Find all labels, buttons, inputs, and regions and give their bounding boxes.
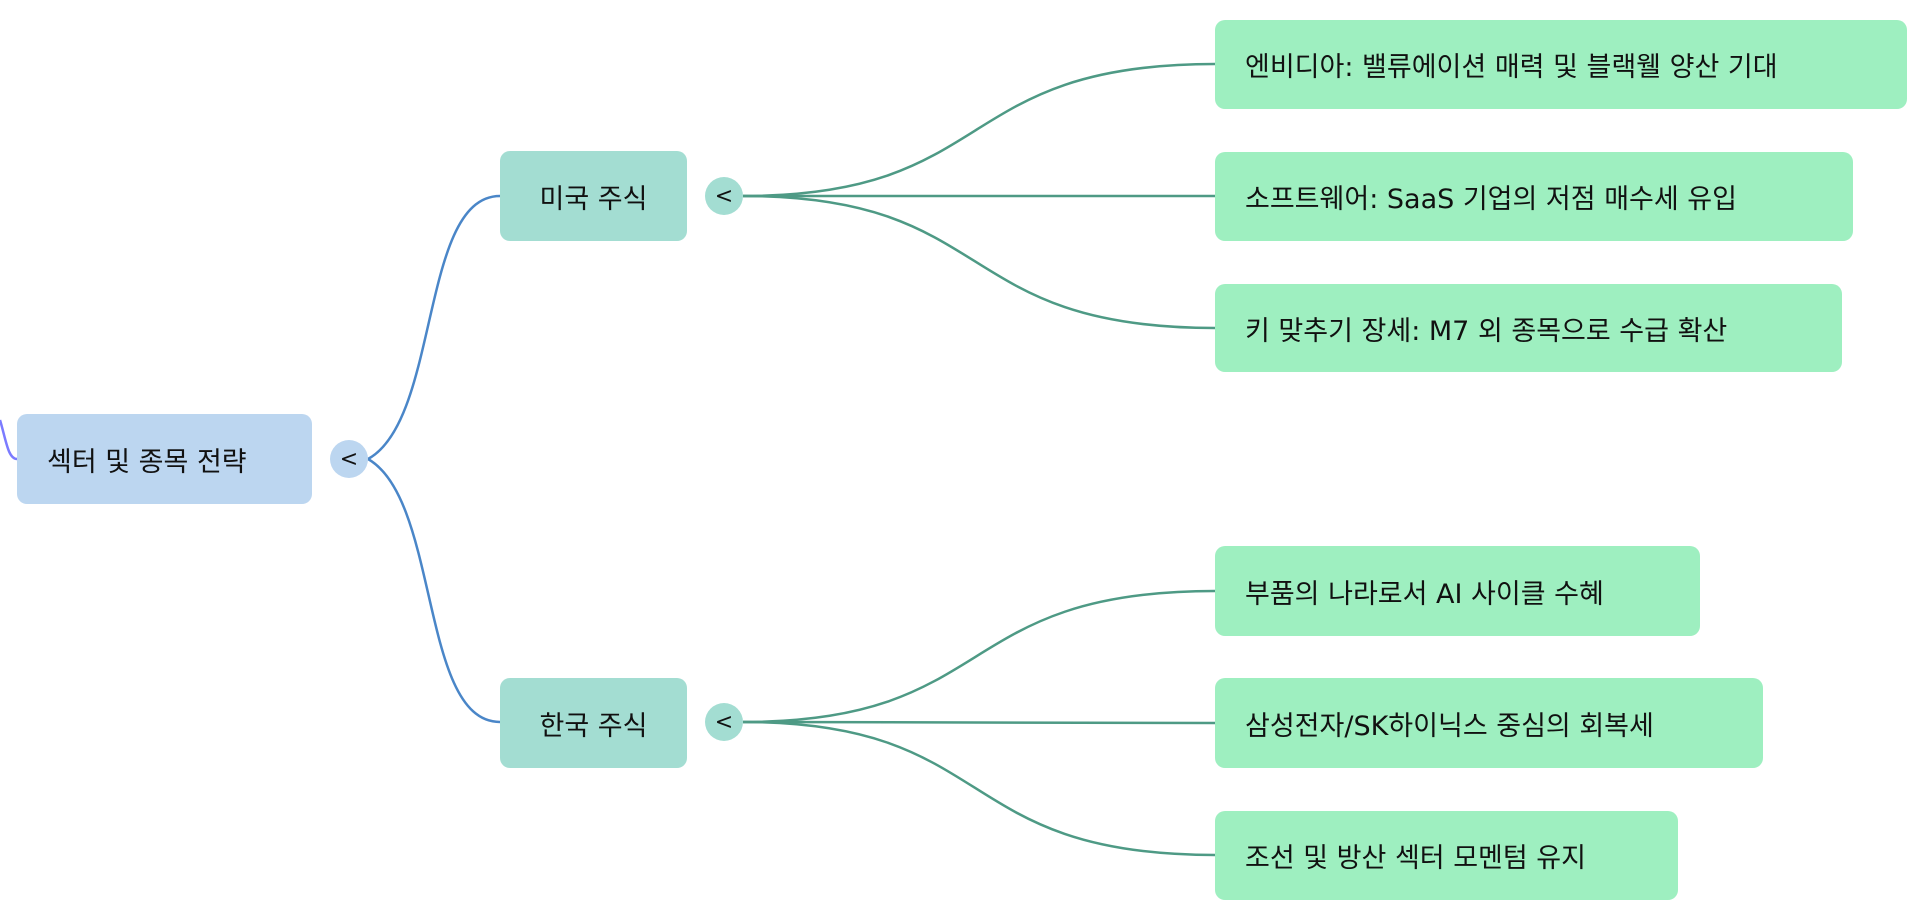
edge-branch-leaf [742,720,1216,725]
edge-root-kr [367,457,501,724]
branch-node-us-stocks[interactable]: 미국 주식 [500,151,687,241]
edge-branch-leaf [742,720,1216,857]
leaf-node[interactable]: 소프트웨어: SaaS 기업의 저점 매수세 유입 [1215,152,1853,241]
leaf-node[interactable]: 조선 및 방산 섹터 모멘텀 유지 [1215,811,1678,900]
parent-edge [0,419,18,461]
leaf-node[interactable]: 키 맞추기 장세: M7 외 종목으로 수급 확산 [1215,284,1842,372]
edge-branch-leaf [742,194,1216,330]
root-collapse-toggle[interactable]: < [330,440,368,478]
edge-root-us [367,194,501,461]
us-collapse-toggle[interactable]: < [705,177,743,215]
kr-collapse-toggle[interactable]: < [705,703,743,741]
leaf-node[interactable]: 삼성전자/SK하이닉스 중심의 회복세 [1215,678,1763,768]
leaf-node[interactable]: 엔비디아: 밸류에이션 매력 및 블랙웰 양산 기대 [1215,20,1907,109]
edge-branch-leaf [742,589,1216,724]
edge-branch-leaf [742,62,1216,198]
branch-node-kr-stocks[interactable]: 한국 주식 [500,678,687,768]
leaf-node[interactable]: 부품의 나라로서 AI 사이클 수혜 [1215,546,1700,636]
root-node[interactable]: 섹터 및 종목 전략 [17,414,312,504]
